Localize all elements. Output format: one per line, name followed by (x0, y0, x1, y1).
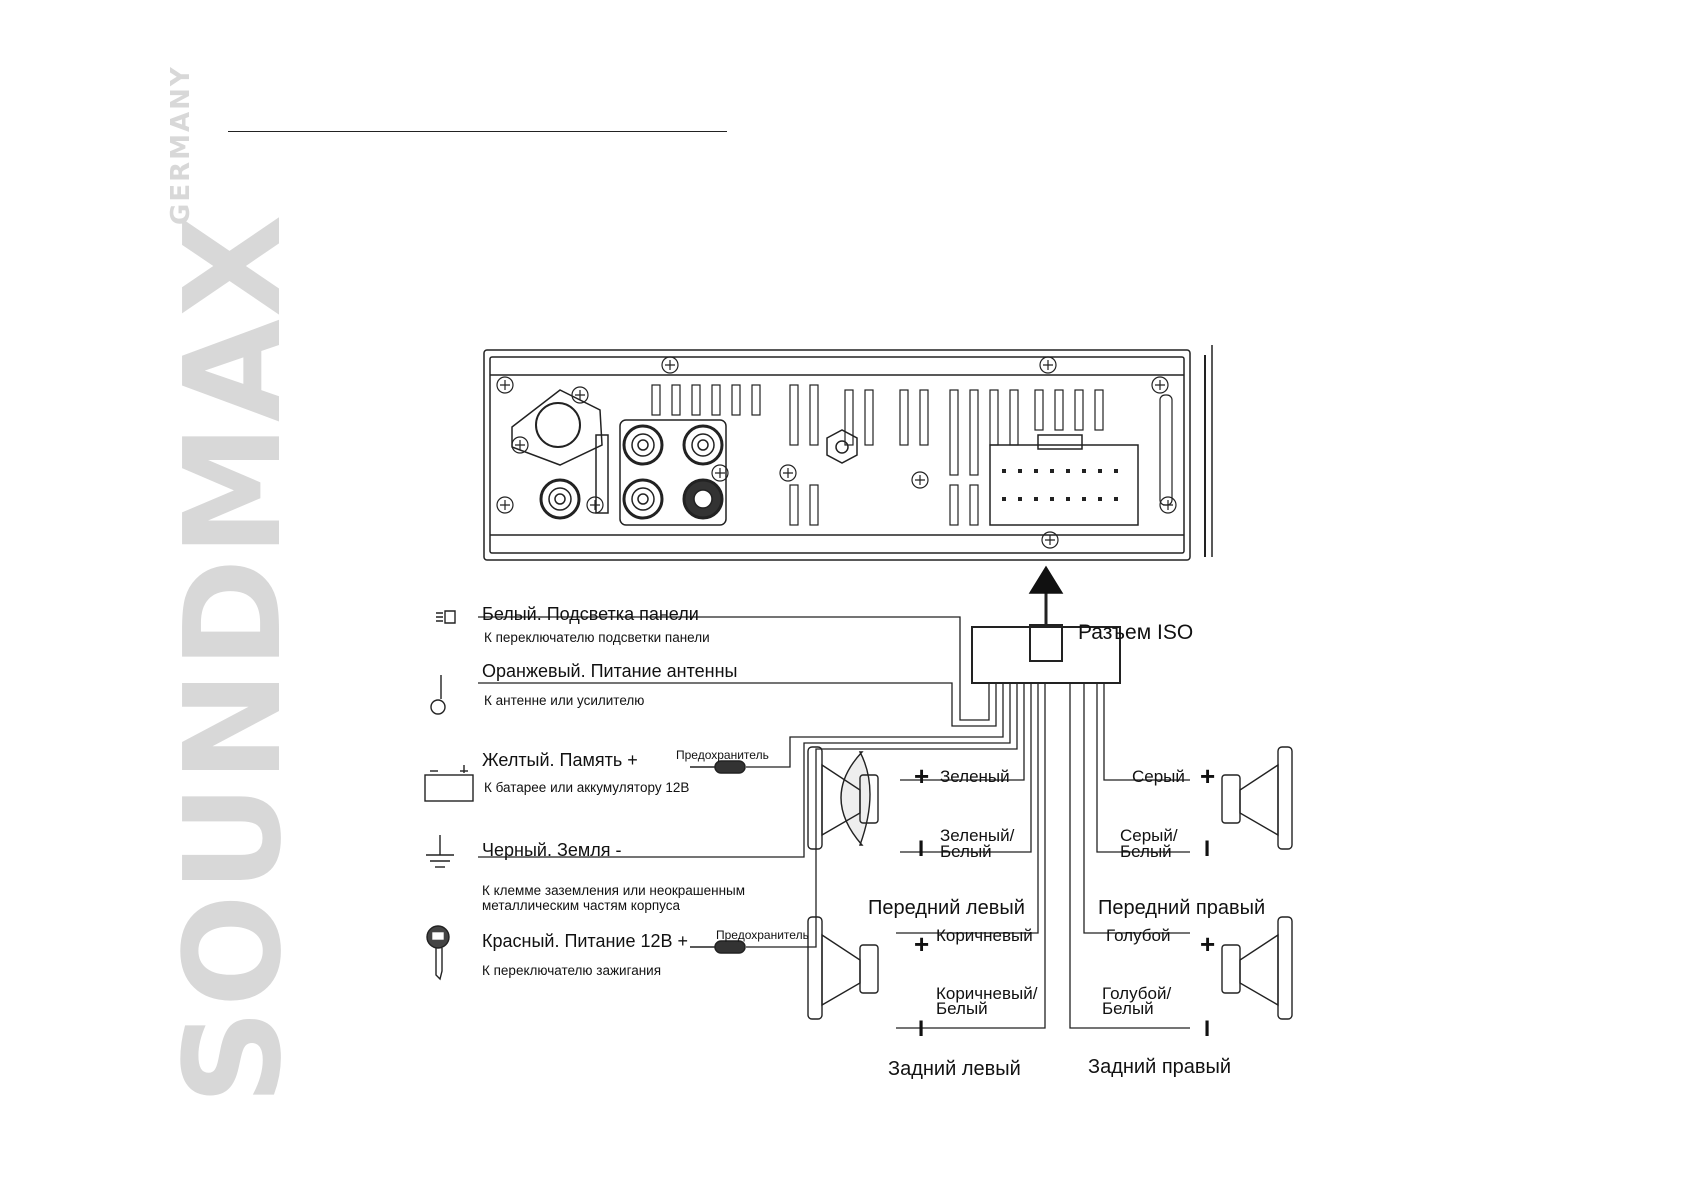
front-left-label: Передний левый (868, 897, 1025, 919)
front-right-plus-wire: Серый (1132, 767, 1185, 786)
wire-ignition-title: Красный. Питание 12В + (482, 931, 689, 951)
front-right-minus: I (1204, 836, 1211, 861)
speaker-rear-right (1221, 916, 1293, 1020)
lamp-icon (436, 610, 456, 624)
rear-right-plus: + (1200, 929, 1216, 959)
front-left-plus-wire: Зеленый (940, 767, 1010, 786)
antenna-icon (430, 675, 446, 715)
wire-ignition-desc: К переключателю зажигания (482, 963, 662, 978)
key-icon (426, 925, 450, 981)
wire-memory-desc: К батарее или аккумулятору 12В (484, 780, 690, 795)
rear-left-minus-wire: Коричневый/ (936, 984, 1038, 1003)
brand-logo: SOUNDMAX (157, 212, 311, 1105)
header-rule (228, 131, 727, 132)
head-unit-rear-panel (483, 345, 1213, 561)
front-right-plus: + (1200, 761, 1216, 791)
left-wires (478, 616, 1018, 948)
rear-left-minus: I (918, 1016, 925, 1041)
wire-ground-desc: К клемме заземления или неокрашенным (482, 883, 746, 898)
front-right-minus-wire: Серый/ (1120, 826, 1178, 845)
wire-ground-desc-2: металлическим частям корпуса (482, 898, 681, 913)
front-left-minus-wire-2: Белый (940, 842, 992, 861)
rear-left-plus: + (914, 929, 930, 959)
front-left-minus: I (918, 836, 925, 861)
fuse-ignition-label: Предохранитель (716, 928, 809, 942)
wiring-diagram-drawing (424, 345, 1293, 1029)
wire-illumination-title: Белый. Подсветка панели (482, 604, 699, 624)
front-right-minus-wire-2: Белый (1120, 842, 1172, 861)
battery-icon (424, 765, 474, 802)
rear-right-minus: I (1204, 1016, 1211, 1041)
wire-ground-title: Черный. Земля - (482, 840, 622, 860)
brand-sub-logo: GERMANY (166, 65, 196, 225)
iso-connector-label: Разъем ISO (1078, 621, 1194, 644)
wire-illumination-desc: К переключателю подсветки панели (484, 630, 710, 645)
fuse-symbols (690, 760, 746, 954)
rear-right-label: Задний правый (1088, 1056, 1232, 1078)
wire-antenna-title: Оранжевый. Питание антенны (482, 661, 738, 681)
rear-left-plus-wire: Коричневый (936, 926, 1033, 945)
fuse-memory-label: Предохранитель (676, 748, 769, 762)
wire-memory-title: Желтый. Память + (482, 750, 638, 770)
speaker-rear-left (807, 916, 879, 1020)
speaker-wires (896, 683, 1190, 1029)
rear-left-minus-wire-2: Белый (936, 999, 988, 1018)
speaker-front-right (1221, 746, 1293, 850)
brand-watermark (60, 95, 170, 1105)
iso-connector-block (971, 565, 1121, 684)
rear-left-label: Задний левый (888, 1058, 1021, 1080)
front-right-label: Передний правый (1098, 897, 1266, 919)
front-left-minus-wire: Зеленый/ (940, 826, 1015, 845)
front-left-plus: + (914, 761, 930, 791)
rear-right-minus-wire-2: Белый (1102, 999, 1154, 1018)
ground-icon (426, 835, 454, 868)
speaker-front-left (807, 746, 879, 850)
rear-right-plus-wire: Голубой (1106, 926, 1171, 945)
rear-right-minus-wire: Голубой/ (1102, 984, 1172, 1003)
wire-antenna-desc: К антенне или усилителю (484, 693, 645, 708)
wiring-diagram: Белый. Подсветка панели К переключателю … (390, 335, 1310, 1085)
